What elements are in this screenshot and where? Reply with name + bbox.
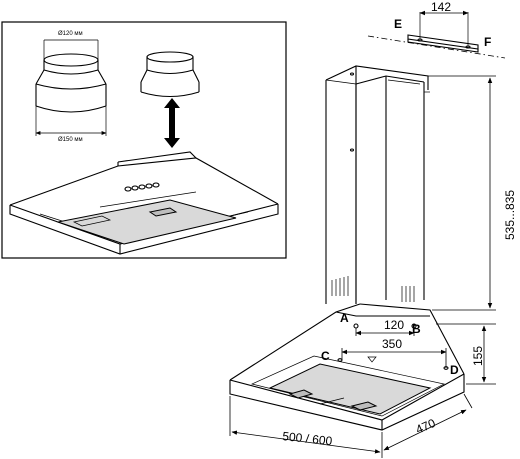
vent-slots-right <box>401 286 415 302</box>
dim-width <box>229 396 383 458</box>
point-c: C <box>321 349 330 363</box>
point-e: E <box>394 17 402 31</box>
point-d: D <box>450 363 459 377</box>
dim-depth-value: 470 <box>414 416 438 437</box>
dim-width-value: 500 / 600 <box>282 429 334 448</box>
dim-height <box>428 75 496 311</box>
dim-ab-spacing: 120 <box>384 318 404 332</box>
dim-canopy-height: 155 <box>471 346 485 366</box>
dim-cd-spacing: 350 <box>382 337 402 351</box>
dim-bracket-width: 142 <box>431 0 451 14</box>
duct-reducer <box>35 39 107 136</box>
canopy <box>229 303 465 431</box>
fit-arrow <box>164 98 180 148</box>
point-f: F <box>484 35 491 49</box>
dim-canopy <box>436 323 496 385</box>
dim-cd <box>341 348 447 368</box>
inset-panel: Ø120 мм Ø150 мм <box>1 21 287 259</box>
inset-hood <box>9 151 279 255</box>
wall-bracket <box>367 10 506 59</box>
dim-height-range: 535...835 <box>503 190 517 240</box>
duct-adapter <box>140 51 200 98</box>
dim-depth <box>383 393 473 451</box>
dim-ab <box>355 328 415 336</box>
inset-diameter-bottom: Ø150 мм <box>58 137 83 143</box>
inset-diameter-top: Ø120 мм <box>58 31 83 37</box>
point-a: A <box>340 311 349 325</box>
vent-slots-left <box>331 276 349 296</box>
chimney-inner <box>355 75 430 304</box>
point-b: B <box>412 322 421 336</box>
control-buttons <box>124 182 160 192</box>
chimney-outer <box>325 65 429 304</box>
